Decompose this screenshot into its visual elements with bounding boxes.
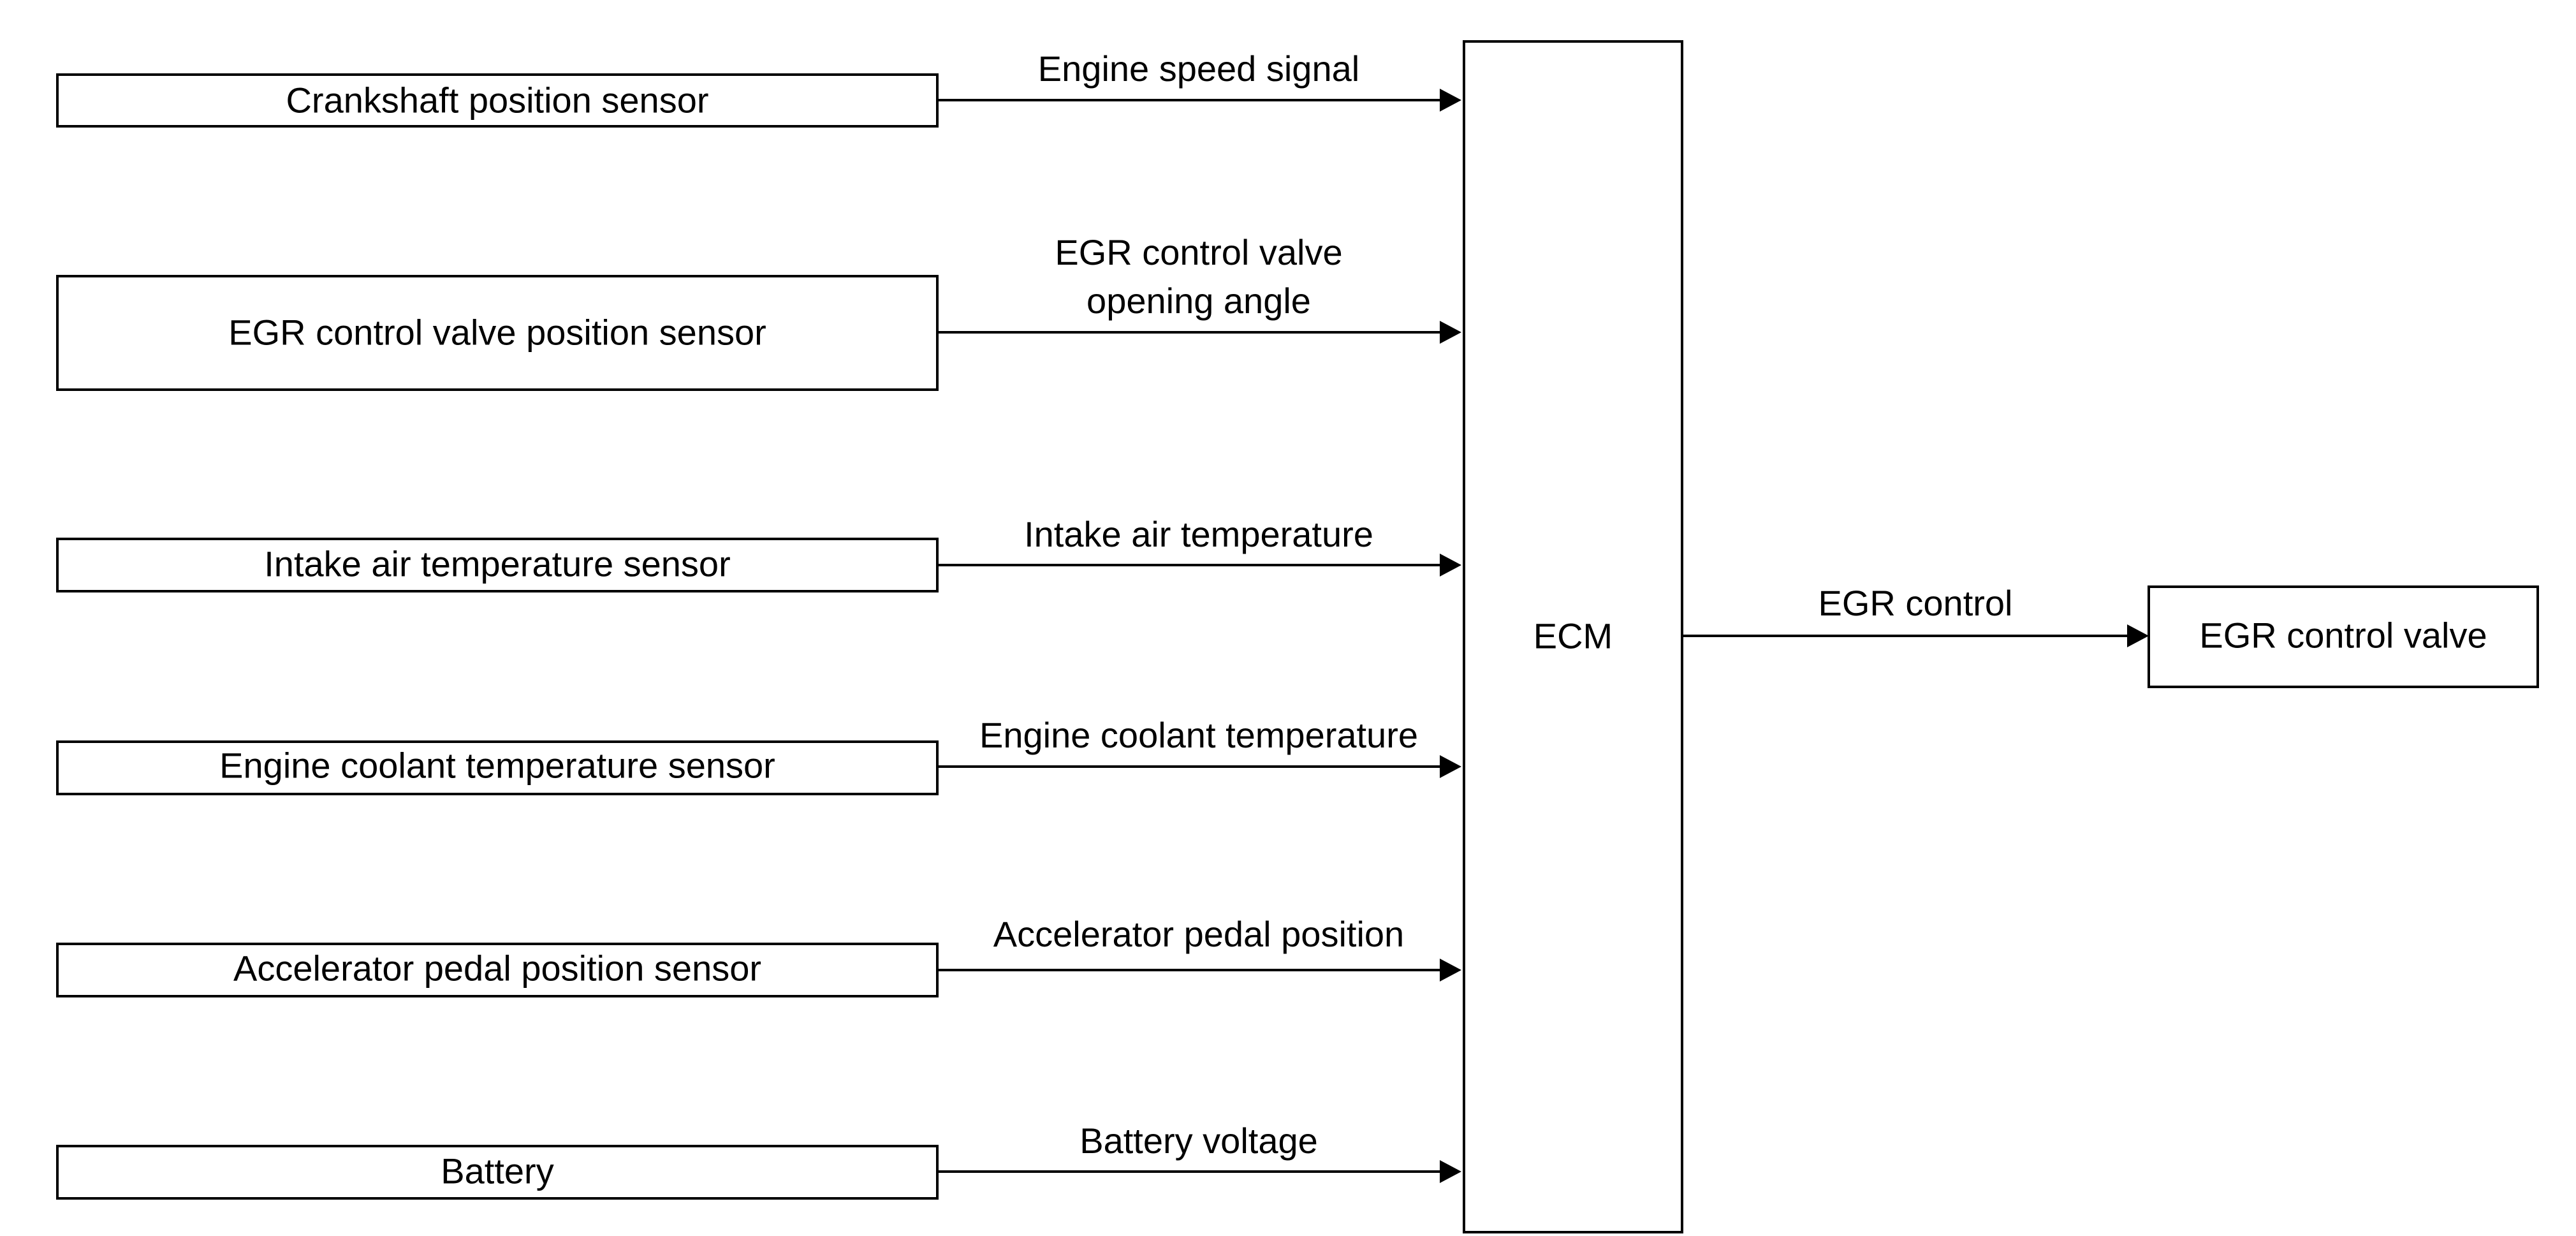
battery-voltage-signal-label: Battery voltage bbox=[1079, 1121, 1318, 1161]
engine-speed-signal-arrowhead bbox=[1440, 89, 1461, 112]
egr-control-valve-position-sensor-label: EGR control valve position sensor bbox=[228, 313, 766, 353]
egr-control-valve-label: EGR control valve bbox=[2199, 615, 2487, 656]
egr-valve-opening-angle-label-line2: opening angle bbox=[1087, 281, 1311, 321]
engine-coolant-temperature-sensor-box bbox=[56, 740, 939, 795]
input-engine-coolant-temperature: Engine coolant temperature sensor Engine… bbox=[56, 715, 1461, 795]
egr-control-signal-label: EGR control bbox=[1819, 583, 2013, 623]
battery-voltage-arrowhead bbox=[1440, 1160, 1461, 1183]
battery-label: Battery bbox=[441, 1151, 553, 1191]
input-egr-valve-position: EGR control valve position sensor EGR co… bbox=[56, 232, 1461, 391]
egr-control-valve-position-sensor-box bbox=[56, 275, 939, 391]
crankshaft-position-sensor-label: Crankshaft position sensor bbox=[286, 80, 708, 121]
input-intake-air-temperature: Intake air temperature sensor Intake air… bbox=[56, 514, 1461, 592]
egr-valve-opening-angle-label-line1: EGR control valve bbox=[1055, 232, 1342, 272]
ecm-block: ECM bbox=[1463, 40, 1683, 1233]
input-battery: Battery Battery voltage bbox=[56, 1121, 1461, 1200]
egr-valve-opening-angle-arrowhead bbox=[1440, 321, 1461, 344]
accelerator-pedal-position-signal-label: Accelerator pedal position bbox=[993, 914, 1404, 954]
input-crankshaft: Crankshaft position sensor Engine speed … bbox=[56, 48, 1461, 128]
input-accelerator-pedal-position: Accelerator pedal position sensor Accele… bbox=[56, 914, 1461, 997]
ecm-box bbox=[1463, 40, 1683, 1233]
output-egr-control: EGR control EGR control valve bbox=[1682, 583, 2539, 688]
crankshaft-position-sensor-box bbox=[56, 73, 939, 128]
intake-air-temperature-arrowhead bbox=[1440, 554, 1461, 577]
egr-control-valve-box bbox=[2148, 585, 2539, 688]
ecm-label: ECM bbox=[1533, 616, 1613, 656]
engine-coolant-temperature-sensor-label: Engine coolant temperature sensor bbox=[219, 746, 775, 786]
accelerator-pedal-position-arrowhead bbox=[1440, 959, 1461, 982]
engine-coolant-temperature-arrowhead bbox=[1440, 755, 1461, 778]
egr-control-arrowhead bbox=[2127, 624, 2149, 647]
engine-coolant-temperature-signal-label: Engine coolant temperature bbox=[979, 715, 1418, 755]
intake-air-temperature-sensor-box bbox=[56, 538, 939, 592]
accelerator-pedal-position-sensor-label: Accelerator pedal position sensor bbox=[233, 948, 761, 989]
engine-speed-signal-label: Engine speed signal bbox=[1038, 48, 1359, 89]
intake-air-temperature-sensor-label: Intake air temperature sensor bbox=[264, 544, 730, 584]
intake-air-temperature-signal-label: Intake air temperature bbox=[1024, 514, 1373, 554]
